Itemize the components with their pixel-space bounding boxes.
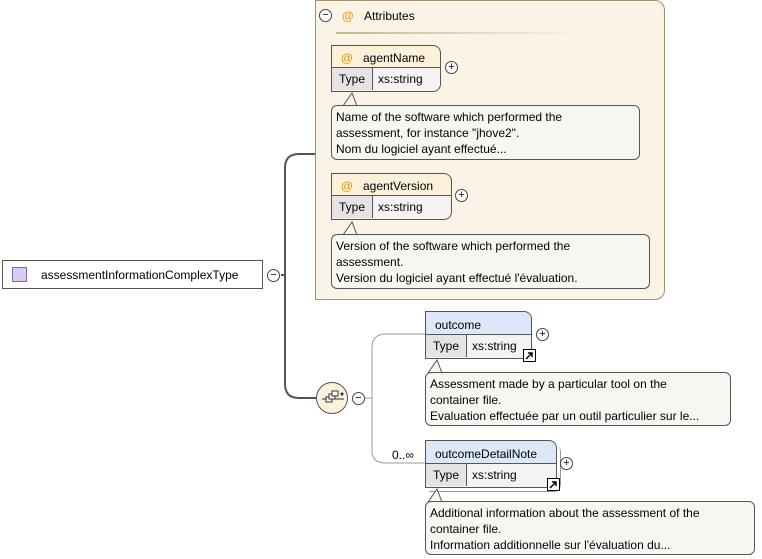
doc-line: Version of the software which performed … [336,239,571,253]
type-label: Type [332,68,373,90]
type-label: Type [332,196,373,218]
collapse-sequence-button[interactable]: − [352,392,365,405]
expand-agentname-button[interactable]: + [445,61,458,74]
doc-line: Assessment made by a particular tool on … [430,377,667,391]
doc-line: Version du logiciel ayant effectué l'éva… [336,271,578,285]
doc-line: Nom du logiciel ayant effectué... [336,142,507,156]
jump-to-type-icon[interactable] [523,349,536,362]
type-row: Type xs:string [332,67,440,91]
complex-type-icon [12,267,27,282]
occurrence-label: 0..∞ [392,448,414,462]
doc-line: container file. [430,393,502,407]
expand-outcome-button[interactable]: + [536,328,549,341]
attribute-name: agentName [363,51,426,65]
attribute-icon: @ [342,9,354,23]
doc-box-agentversion: Version of the software which performed … [331,234,650,289]
doc-line: Information additionnelle sur l'évaluati… [430,538,671,552]
attribute-box-agentversion[interactable]: @ agentVersion Type xs:string [331,173,452,220]
type-row: Type xs:string [426,334,531,358]
type-value: xs:string [472,468,517,482]
doc-line: container file. [430,522,502,536]
type-value: xs:string [378,72,423,86]
doc-pointer [428,359,443,373]
doc-pointer [343,221,358,235]
type-row: Type xs:string [426,463,556,487]
expand-agentversion-button[interactable]: + [455,189,468,202]
doc-line: Evaluation effectuée par un outil partic… [430,409,700,423]
element-name: outcomeDetailNote [435,447,538,461]
doc-line: assessment, for instance "jhove2". [336,126,520,140]
doc-box-outcomedetailnote: Additional information about the assessm… [425,501,755,555]
doc-line: assessment. [336,255,404,269]
attribute-icon: @ [341,179,353,193]
attribute-icon: @ [341,51,353,65]
attribute-box-agentname[interactable]: @ agentName Type xs:string [331,45,441,92]
type-label: Type [426,335,467,357]
collapse-attributes-button[interactable]: − [319,9,332,22]
type-value: xs:string [472,339,517,353]
type-row: Type xs:string [332,195,451,219]
sequence-compositor[interactable] [316,382,348,414]
doc-box-agentname: Name of the software which performed the… [331,105,640,160]
element-box-outcomedetailnote[interactable]: outcomeDetailNote Type xs:string [425,440,557,488]
attributes-header-divider [336,32,586,34]
type-value: xs:string [378,200,423,214]
complex-type-box[interactable]: assessmentInformationComplexType [2,260,263,289]
doc-pointer [343,92,358,106]
type-label: Type [426,464,467,486]
doc-line: Name of the software which performed the [336,110,563,124]
doc-line: Additional information about the assessm… [430,506,700,520]
collapse-root-button[interactable]: − [267,269,280,282]
expand-outcomedetailnote-button[interactable]: + [560,457,573,470]
element-name: outcome [435,318,482,332]
attribute-name: agentVersion [363,179,434,193]
complex-type-name: assessmentInformationComplexType [41,268,239,282]
sequence-icon [322,390,344,403]
jump-to-type-icon[interactable] [547,478,560,491]
attributes-header-label: Attributes [364,9,415,23]
doc-box-outcome: Assessment made by a particular tool on … [425,372,731,426]
doc-pointer [428,488,443,502]
element-box-outcome[interactable]: outcome Type xs:string [425,311,532,359]
